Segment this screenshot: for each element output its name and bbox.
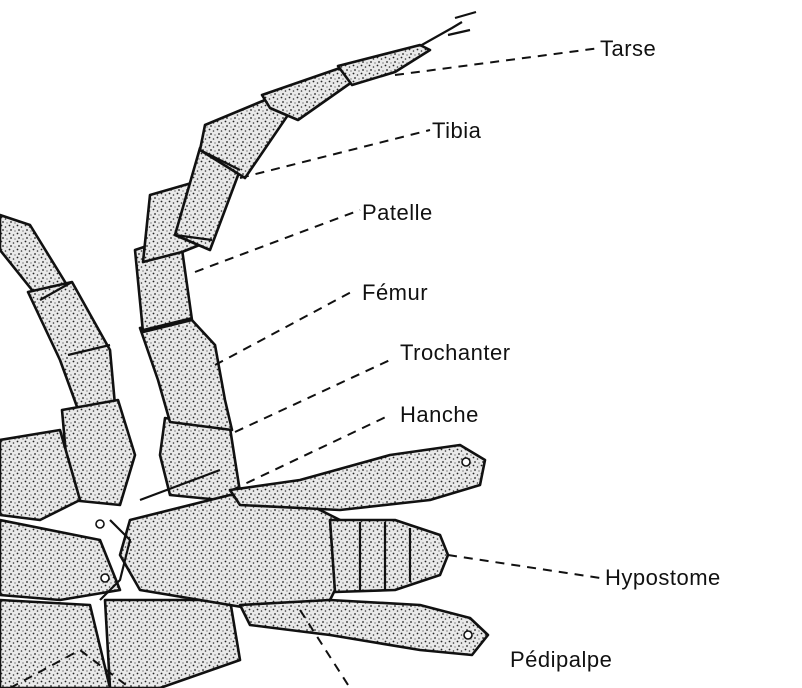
pedipalp-lower bbox=[240, 600, 488, 655]
label-tibia: Tibia bbox=[432, 118, 482, 143]
basis-capituli bbox=[120, 495, 350, 610]
pedipalp-upper bbox=[230, 445, 485, 510]
label-femur: Fémur bbox=[362, 280, 428, 305]
segment-trochanter bbox=[140, 318, 232, 430]
label-hypostome: Hypostome bbox=[605, 565, 721, 590]
label-trochanter: Trochanter bbox=[400, 340, 511, 365]
label-hanche: Hanche bbox=[400, 402, 479, 427]
palp-sensor-lower bbox=[464, 631, 472, 639]
label-tarse: Tarse bbox=[600, 36, 656, 61]
palp-sensor-upper bbox=[462, 458, 470, 466]
label-pedipalpe: Pédipalpe bbox=[510, 647, 612, 672]
label-patelle: Patelle bbox=[362, 200, 433, 225]
hypostome-body bbox=[330, 520, 448, 592]
